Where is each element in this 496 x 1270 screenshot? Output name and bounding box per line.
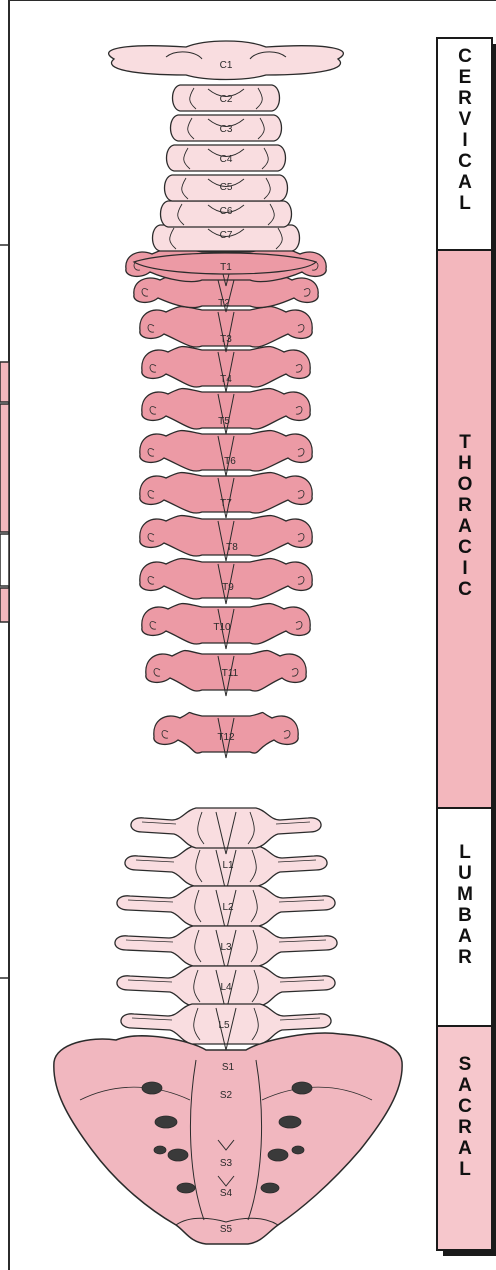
vertebra-label-s1: S1 [222, 1062, 235, 1073]
vertebra-label-c5: C5 [220, 182, 233, 193]
vertebra-label-c6: C6 [220, 206, 233, 217]
vertebra-label-c1: C1 [220, 60, 233, 71]
vertebra-label-t5: T5 [218, 416, 230, 427]
vertebra-label-s5: S5 [220, 1224, 233, 1235]
vertebra-label-t9: T9 [222, 582, 234, 593]
vertebra-label-l1: L1 [222, 860, 234, 871]
vertebra-label-l2: L2 [222, 902, 234, 913]
vertebra-label-s2: S2 [220, 1090, 233, 1101]
vertebra-label-c2: C2 [220, 94, 233, 105]
vertebra-label-c3: C3 [220, 124, 233, 135]
vertebra-label-t10: T10 [213, 622, 231, 633]
vertebra-label-t8: T8 [226, 542, 238, 553]
spine-illustration: C1C2C3C4C5C6C7T1T2T3T4T5T6T7T8T9T10T11T1… [54, 41, 402, 1244]
vertebra-label-t3: T3 [220, 334, 232, 345]
vertebra-label-t1: T1 [220, 262, 232, 273]
vertebra-label-s3: S3 [220, 1158, 233, 1169]
vertebra-label-l3: L3 [220, 942, 232, 953]
vertebra-label-t4: T4 [220, 374, 232, 385]
cervical-vertebrae [109, 41, 344, 251]
lumbar-vertebrae [115, 808, 337, 1050]
vertebra-label-t12: T12 [217, 732, 235, 743]
vertebra-label-s4: S4 [220, 1188, 233, 1199]
left-edge-tabs [0, 245, 9, 978]
vertebra-label-l5: L5 [218, 1020, 230, 1031]
vertebra-label-c4: C4 [220, 154, 233, 165]
vertebra-label-c7: C7 [220, 230, 233, 241]
vertebra-label-l4: L4 [220, 982, 232, 993]
vertebra-label-t2: T2 [218, 298, 230, 309]
vertebra-label-t6: T6 [224, 456, 236, 467]
vertebra-label-t7: T7 [220, 498, 232, 509]
vertebra-label-t11: T11 [222, 668, 239, 679]
